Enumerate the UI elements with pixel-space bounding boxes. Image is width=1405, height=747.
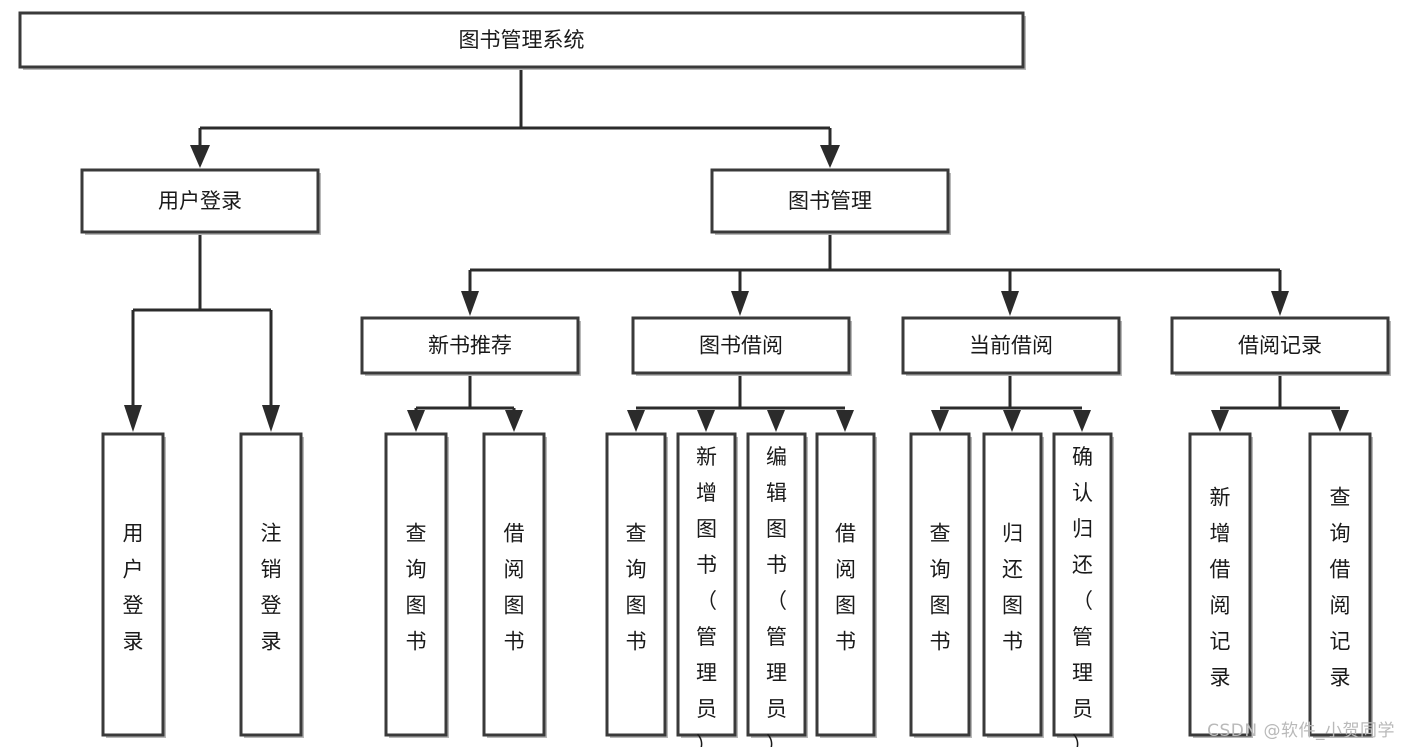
node-leaf-4-rect[interactable] [482,432,546,737]
arrow-to-leaf-borrow-book-2 [836,410,854,432]
node-leaf-12-rect[interactable] [1188,432,1252,737]
node-level2-1-rect[interactable] [80,168,320,234]
node-level2-2[interactable]: 图书管理 [710,168,951,235]
node-leaf-13[interactable]: 查询借阅记录 [1308,432,1373,738]
node-leaf-3-rect[interactable] [384,432,448,737]
node-level3-1-label: 新书推荐 [428,334,512,358]
node-level2-2-rect[interactable] [710,168,950,234]
node-leaf-8-rect[interactable] [815,432,876,737]
node-leaf-11-label: 确认归还（管理员） [1072,445,1093,747]
node-leaf-4-label: 借阅图书 [504,522,525,654]
connector-layer [124,67,1349,432]
node-root-system[interactable]: 图书管理系统 [18,11,1026,70]
arrow-to-leaf-confirm-return [1073,410,1091,432]
node-level3-3[interactable]: 当前借阅 [901,316,1122,376]
arrow-to-leaf-logout [262,405,280,432]
node-level3-1-rect[interactable] [360,316,580,375]
node-leaf-7-label: 编辑图书（管理员） [766,445,787,747]
arrow-to-leaf-query-book-1 [407,410,425,432]
node-level3-3-label: 当前借阅 [969,334,1053,358]
arrow-to-leaf-add-record [1211,410,1229,432]
node-leaf-9-label: 查询图书 [930,522,951,654]
node-leaf-2[interactable]: 注销登录 [239,432,304,738]
arrow-to-leaf-user-login [124,405,142,432]
node-level3-2-rect[interactable] [631,316,851,375]
node-leaf-5-label: 查询图书 [626,522,647,654]
node-level3-2[interactable]: 图书借阅 [631,316,852,376]
node-level3-4[interactable]: 借阅记录 [1170,316,1391,376]
arrow-to-current-borrow [1001,291,1019,316]
node-leaf-1[interactable]: 用户登录 [101,432,166,738]
node-leaf-2-label: 注销登录 [261,522,282,654]
arrow-to-borrow-record [1271,291,1289,316]
node-level2-1[interactable]: 用户登录 [80,168,321,235]
node-level3-4-rect[interactable] [1170,316,1390,375]
node-root-system-rect[interactable] [18,11,1025,69]
node-leaf-13-rect[interactable] [1308,432,1372,737]
node-leaf-7-rect[interactable] [746,432,807,737]
node-level3-3-rect[interactable] [901,316,1121,375]
node-leaf-12-label: 新增借阅记录 [1210,486,1231,690]
node-leaf-2-rect[interactable] [239,432,303,737]
arrow-to-leaf-edit-book [767,410,785,432]
node-leaf-6[interactable]: 新增图书（管理员） [676,432,738,747]
node-level2-1-label: 用户登录 [158,189,242,213]
node-leaf-13-label: 查询借阅记录 [1330,486,1351,690]
node-leaf-8-label: 借阅图书 [835,522,856,654]
node-leaf-8[interactable]: 借阅图书 [815,432,877,738]
node-leaf-3-label: 查询图书 [406,522,427,654]
node-leaf-1-label: 用户登录 [123,522,144,654]
arrow-to-user-login [190,145,210,168]
arrow-to-leaf-add-book [697,410,715,432]
node-leaf-10[interactable]: 归还图书 [982,432,1044,738]
node-leaf-6-rect[interactable] [676,432,737,737]
node-root-system-label: 图书管理系统 [459,28,585,52]
node-leaf-10-rect[interactable] [982,432,1043,737]
node-leaf-5-rect[interactable] [605,432,667,737]
arrow-to-book-mgmt [820,145,840,168]
node-layer: 图书管理系统用户登录图书管理新书推荐图书借阅当前借阅借阅记录用户登录注销登录查询… [18,11,1391,747]
node-leaf-9-rect[interactable] [909,432,971,737]
arrow-to-leaf-query-book-2 [627,410,645,432]
arrow-to-new-book-rec [461,291,479,316]
node-leaf-9[interactable]: 查询图书 [909,432,972,738]
arrow-to-leaf-query-book-3 [931,410,949,432]
node-leaf-6-label: 新增图书（管理员） [696,445,717,747]
node-leaf-5[interactable]: 查询图书 [605,432,668,738]
node-leaf-10-label: 归还图书 [1002,522,1023,654]
node-leaf-1-rect[interactable] [101,432,165,737]
node-leaf-11-rect[interactable] [1052,432,1113,737]
node-leaf-11[interactable]: 确认归还（管理员） [1052,432,1114,747]
node-level2-2-label: 图书管理 [788,189,872,213]
node-level3-4-label: 借阅记录 [1238,334,1322,358]
arrow-to-leaf-return-book [1003,410,1021,432]
node-leaf-7[interactable]: 编辑图书（管理员） [746,432,808,747]
arrow-to-book-borrow [731,291,749,316]
node-leaf-3[interactable]: 查询图书 [384,432,449,738]
node-leaf-4[interactable]: 借阅图书 [482,432,547,738]
node-level3-1[interactable]: 新书推荐 [360,316,581,376]
node-level3-2-label: 图书借阅 [699,334,783,358]
arrow-to-leaf-query-record [1331,410,1349,432]
arrow-to-leaf-borrow-book-1 [505,410,523,432]
node-leaf-12[interactable]: 新增借阅记录 [1188,432,1253,738]
csdn-watermark: CSDN @软件_小贺同学 [1207,721,1395,741]
